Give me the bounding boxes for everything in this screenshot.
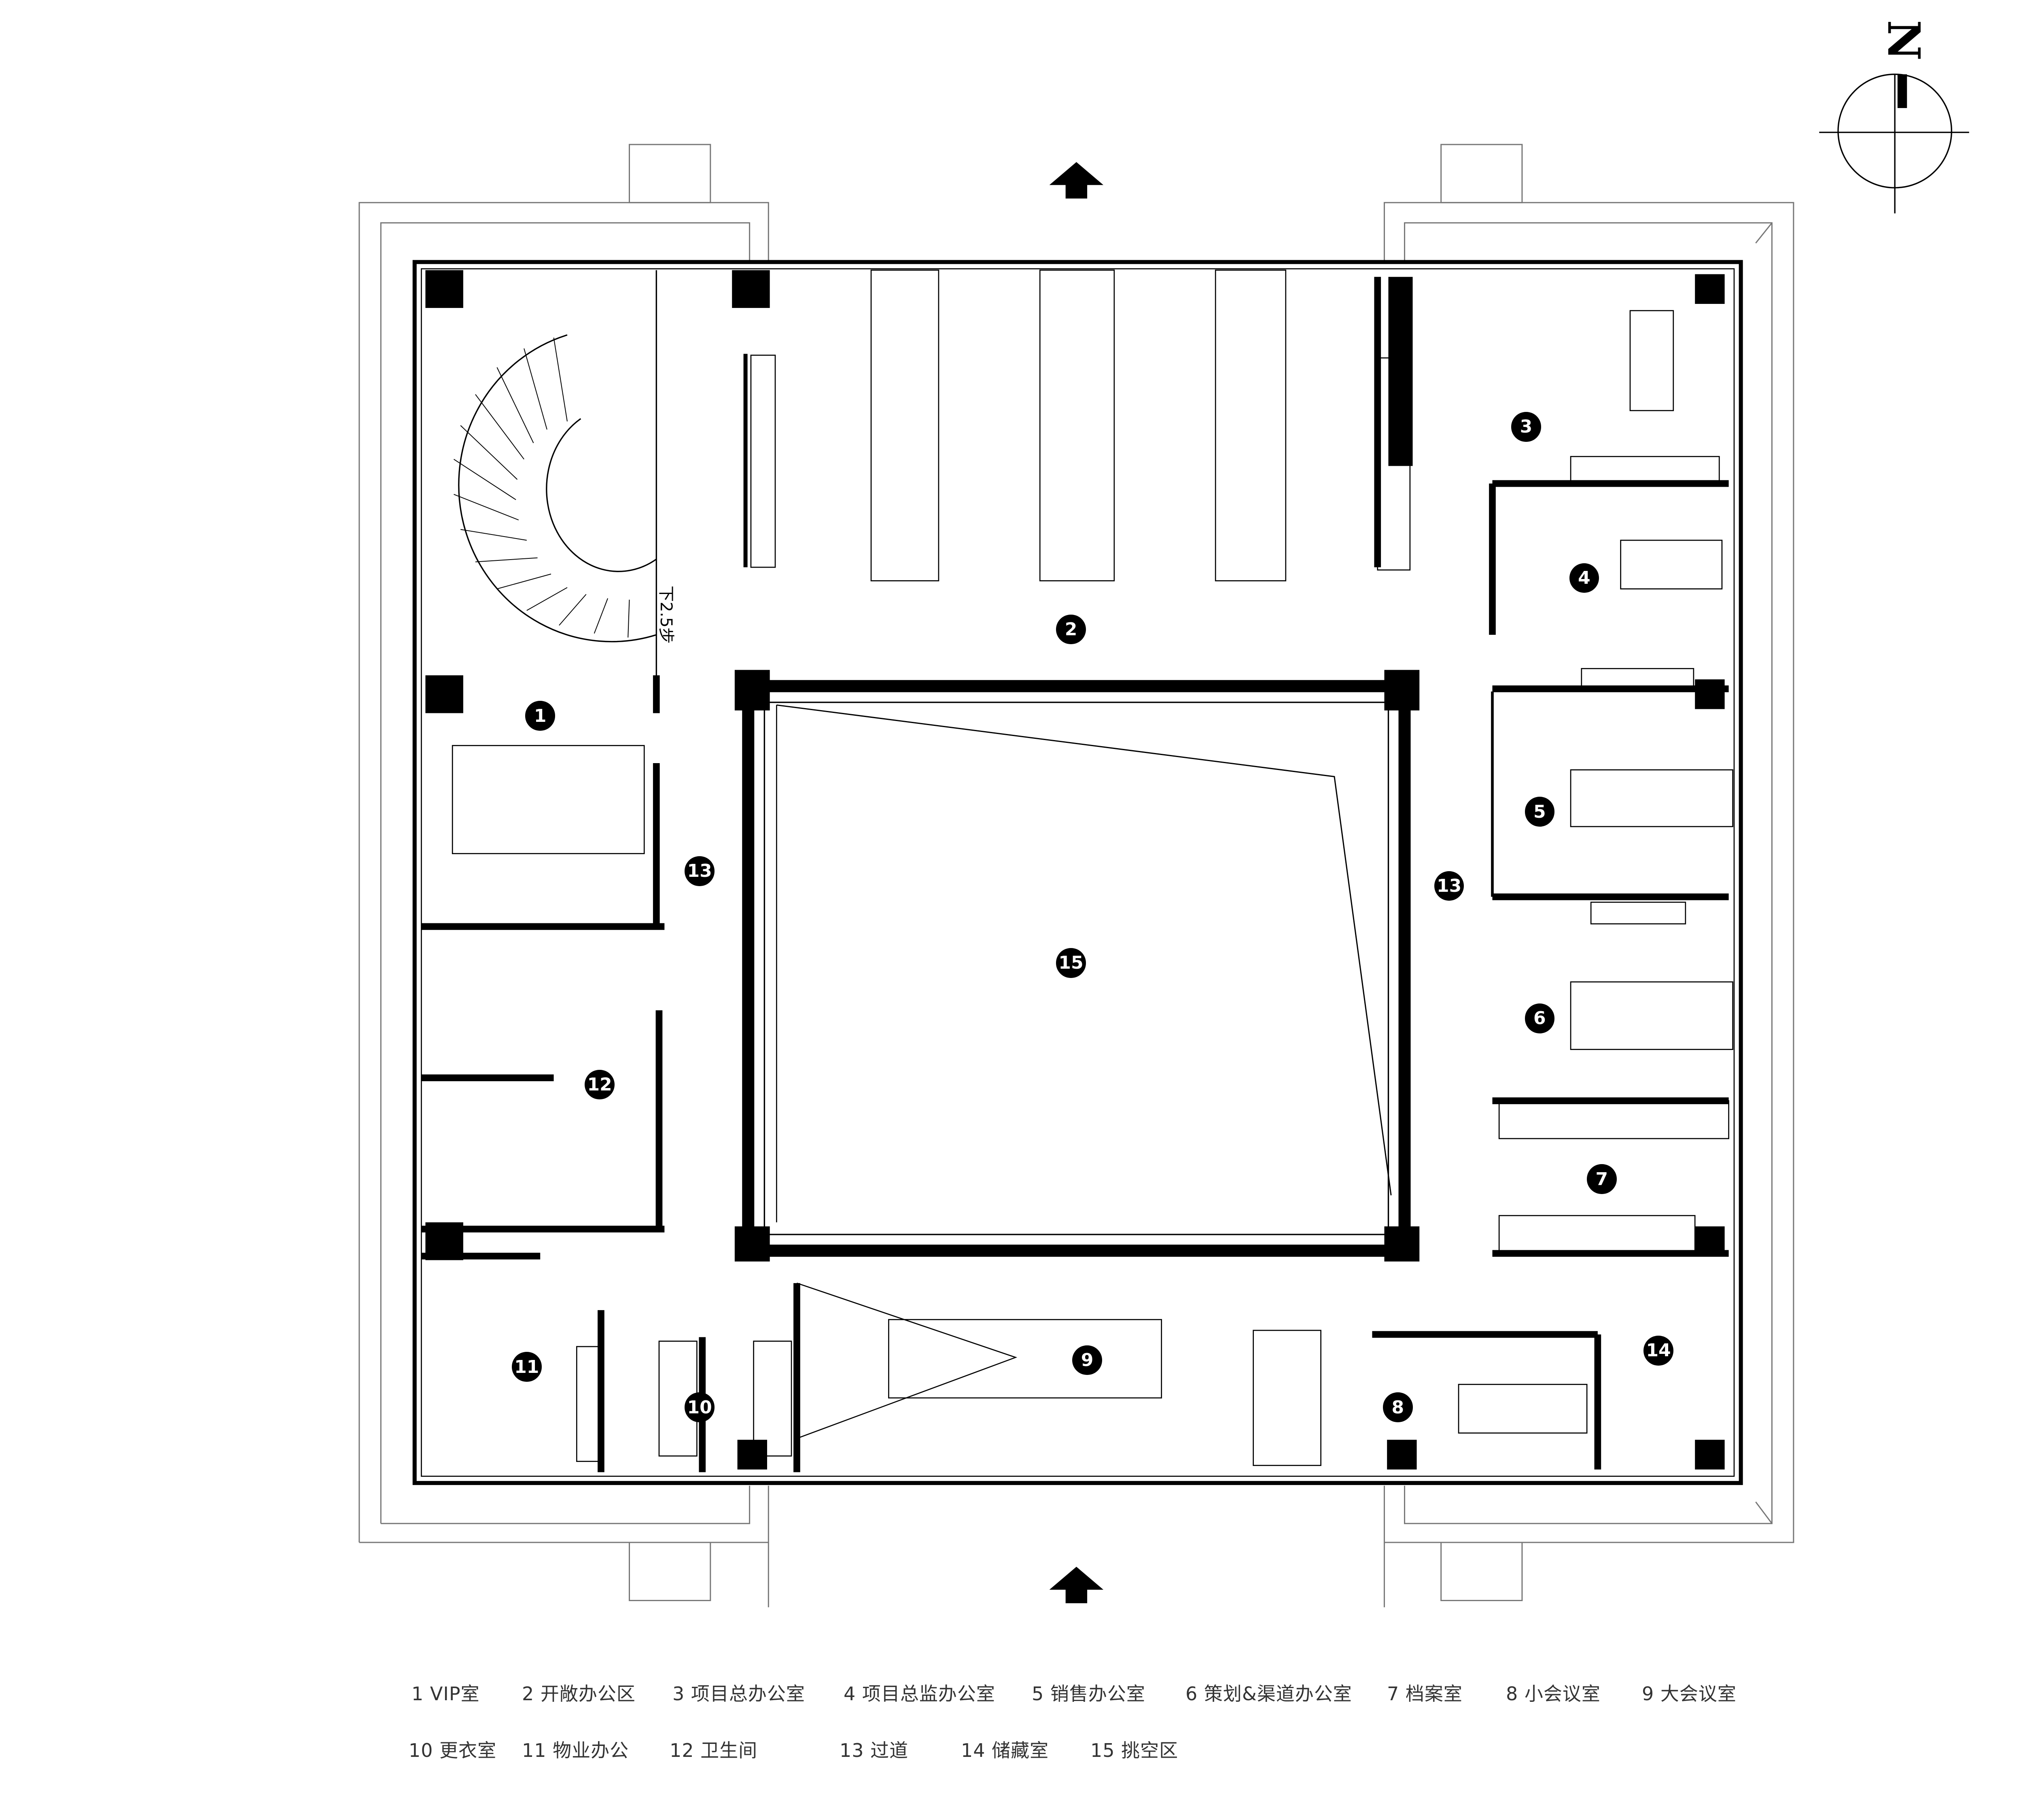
plan-geometry [358, 73, 1969, 1608]
legend-3: 3 项目总办公室 [672, 1683, 805, 1705]
site-outline [358, 144, 1794, 1608]
projection-cone [796, 1282, 1018, 1439]
north-arrow [1819, 73, 1969, 214]
room-badge: 8 [1383, 1392, 1413, 1422]
room-badge: 5 [1525, 797, 1555, 827]
cabinets [576, 354, 1729, 1466]
room-badge: 6 [1525, 1003, 1555, 1033]
legend-8: 8 小会议室 [1506, 1683, 1601, 1705]
legend-13: 13 过道 [840, 1739, 909, 1761]
columns [425, 270, 1725, 1470]
room-badge: 13 [685, 856, 715, 886]
legend-9: 9 大会议室 [1642, 1683, 1737, 1705]
room-badge: 4 [1569, 563, 1599, 593]
workstations [452, 269, 1733, 1434]
legend-10: 10 更衣室 [409, 1739, 497, 1761]
legend-2: 2 开敞办公区 [522, 1683, 636, 1705]
room-badge: 3 [1511, 412, 1541, 442]
atrium-void [742, 680, 1411, 1257]
entry-arrows [1049, 162, 1104, 1604]
room-badge: 11 [512, 1352, 542, 1382]
legend-4: 4 项目总监办公室 [844, 1683, 995, 1705]
room-badge: 10 [685, 1392, 715, 1422]
room-badge: 7 [1587, 1164, 1617, 1194]
room-badge: 12 [585, 1069, 615, 1100]
legend-1: 1 VIP室 [411, 1683, 480, 1705]
north-label: N [1877, 20, 1930, 61]
walls [421, 277, 1729, 1472]
room-badge: 13 [1434, 871, 1464, 901]
room-badge: 2 [1056, 614, 1086, 645]
stair-note: 下2.5步 [656, 585, 675, 644]
legend-11: 11 物业办公 [522, 1739, 629, 1761]
room-badge: 14 [1643, 1336, 1673, 1366]
room-badge: 1 [525, 701, 555, 731]
room-badge: 9 [1072, 1345, 1102, 1375]
legend-15: 15 挑空区 [1090, 1739, 1179, 1761]
room-badge: 15 [1056, 948, 1086, 978]
legend-7: 7 档案室 [1387, 1683, 1463, 1705]
legend-6: 6 策划&渠道办公室 [1185, 1683, 1352, 1705]
legend-5: 5 销售办公室 [1032, 1683, 1145, 1705]
legend-12: 12 卫生间 [670, 1739, 758, 1761]
building-outline [412, 260, 1743, 1485]
spiral-stair [454, 270, 657, 676]
legend-14: 14 储藏室 [961, 1739, 1049, 1761]
